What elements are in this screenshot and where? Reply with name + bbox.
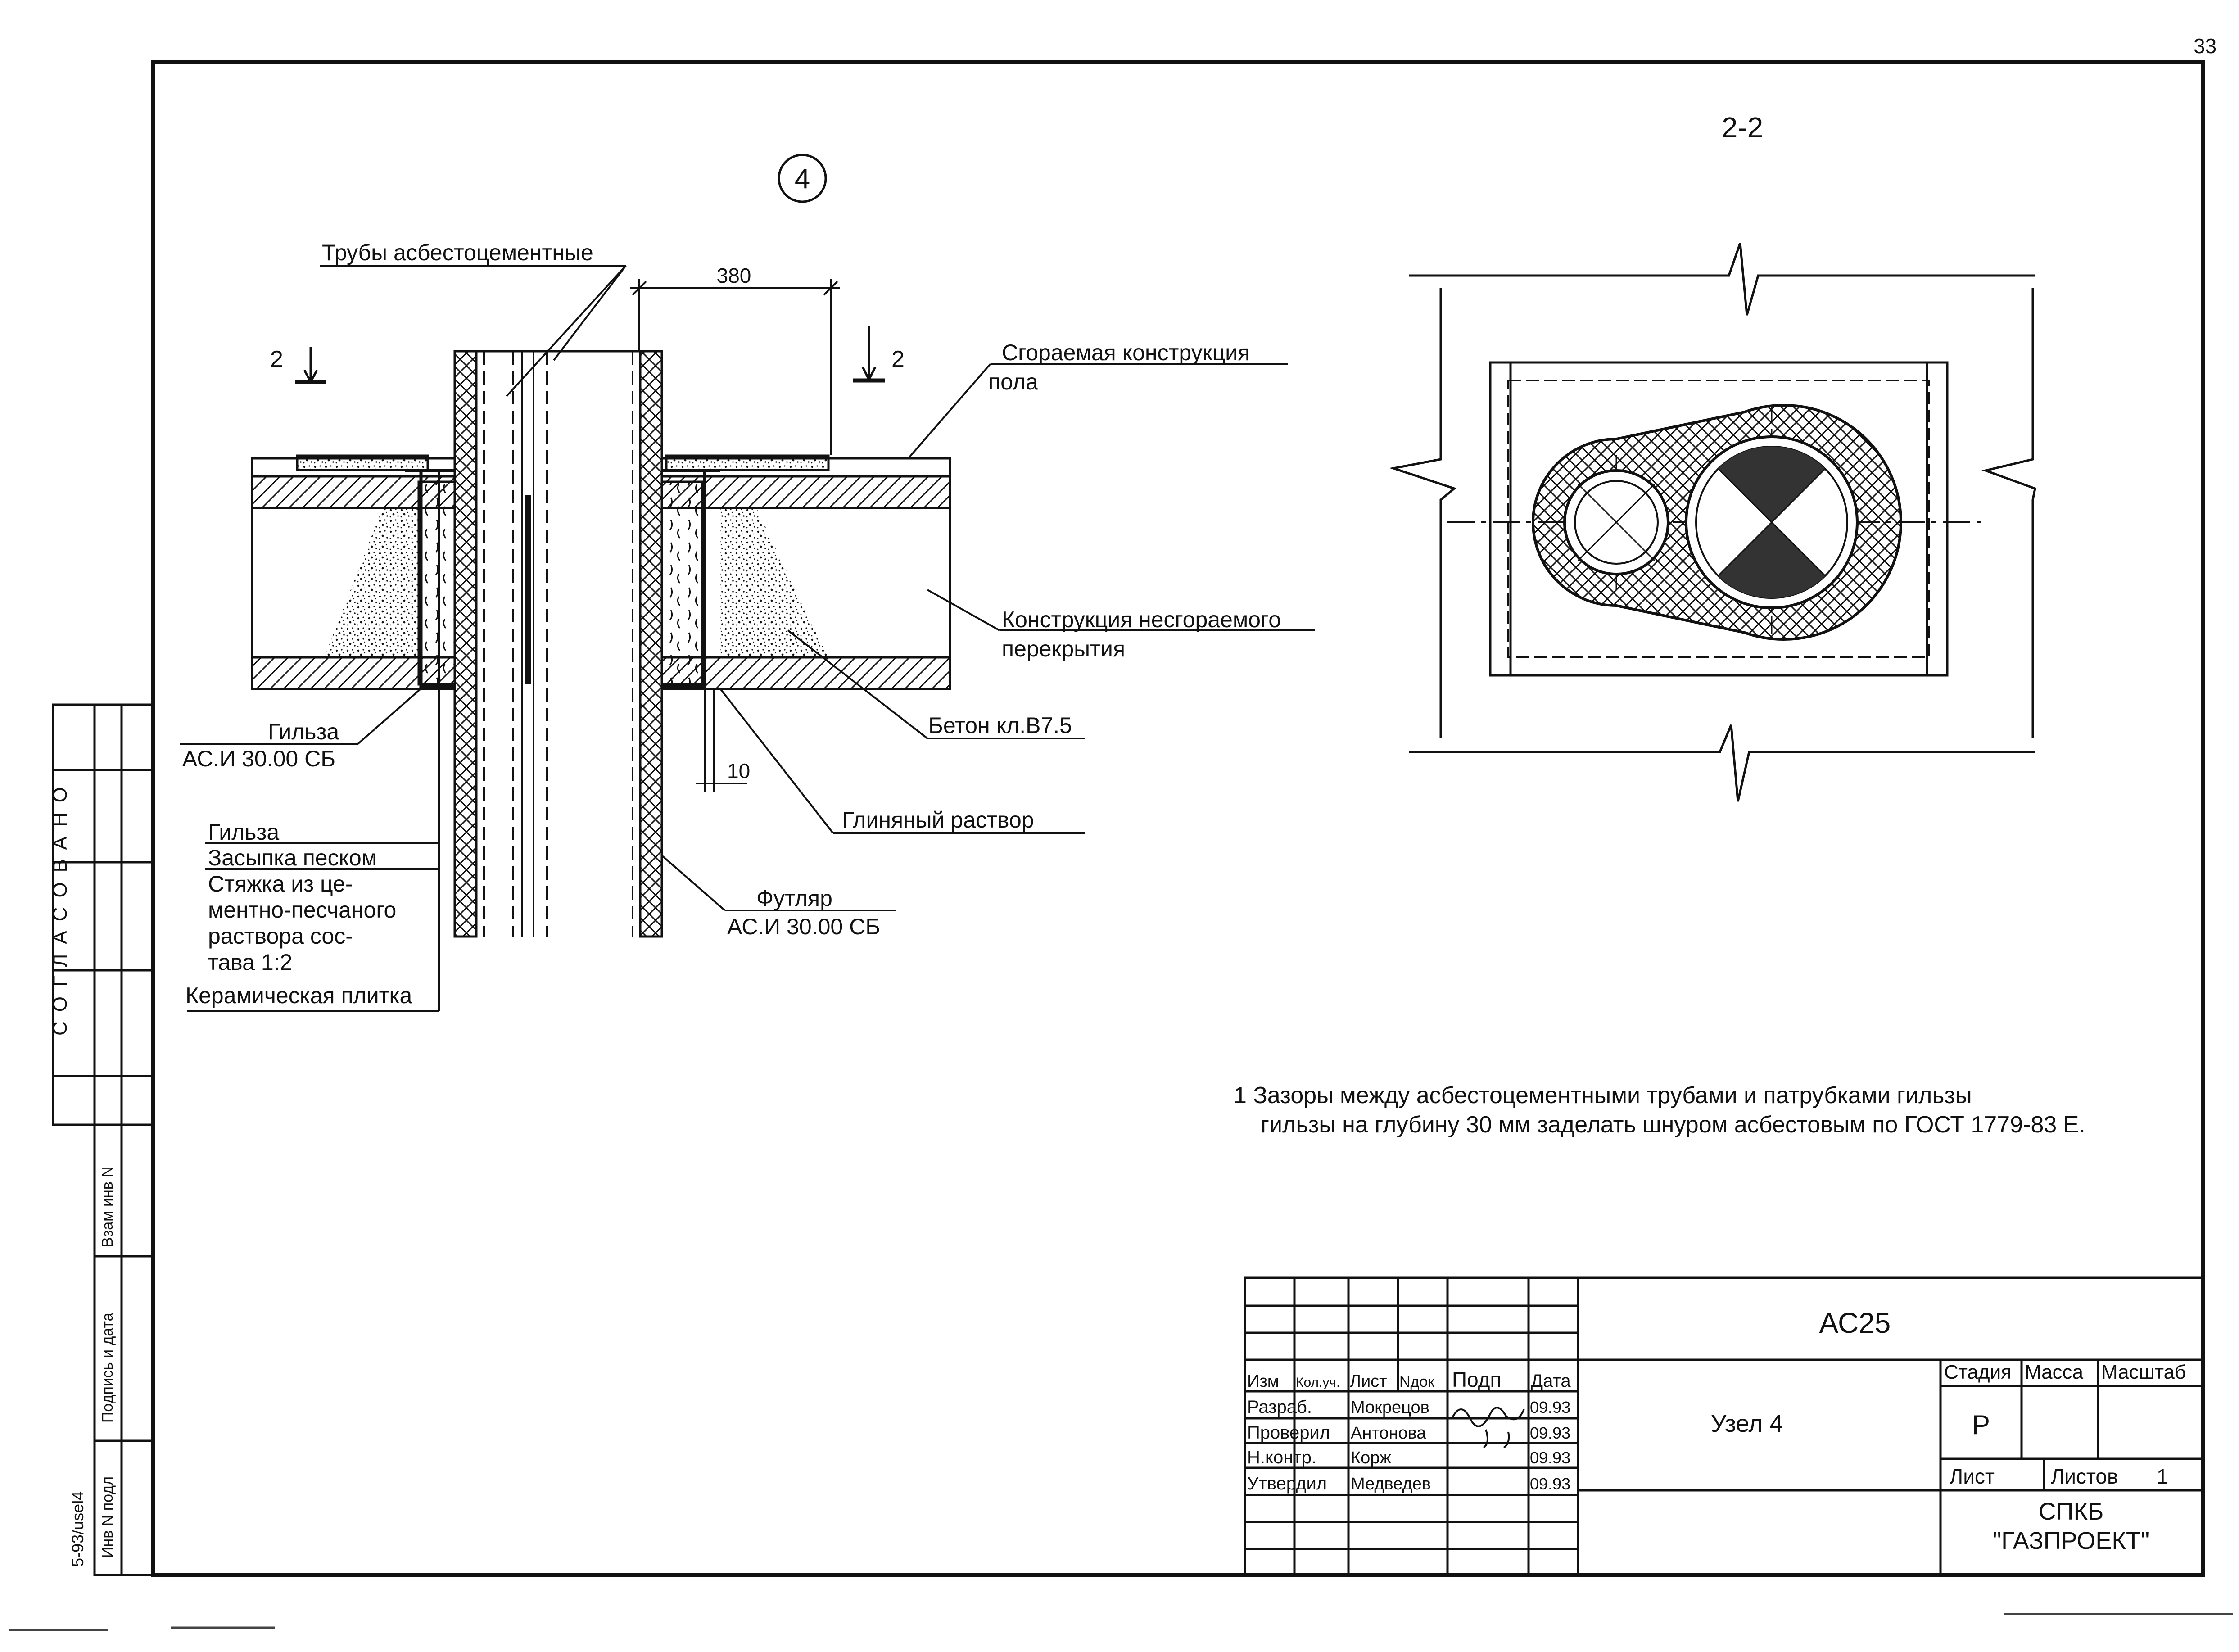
- col-header-ndok: Nдок: [1399, 1373, 1435, 1390]
- asbestos-pipes: [483, 351, 633, 937]
- note-line-2: гильзы на глубину 30 мм заделать шнуром …: [1261, 1112, 2085, 1138]
- sheets-count: 1: [2157, 1465, 2168, 1488]
- section-2-2-plan: [1389, 243, 2036, 802]
- callout-asbestos-pipes-text: Трубы асбестоцементные: [322, 240, 593, 265]
- org-name-1: СПКБ: [2039, 1498, 2104, 1525]
- col-header-list: Лист: [1350, 1372, 1387, 1391]
- date-4: 09.93: [1530, 1475, 1570, 1493]
- plan-large-pipe: [1685, 435, 1859, 609]
- stage-value: Р: [1972, 1410, 1990, 1440]
- callout-sleeve-text-2: АС.И 30.00 СБ: [182, 746, 335, 771]
- sheets-label: Листов: [2051, 1465, 2118, 1488]
- title-code: АС25: [1819, 1307, 1891, 1339]
- inv-replace-label: Взам инв N: [99, 1166, 116, 1247]
- role-4: Утвердил: [1247, 1474, 1327, 1494]
- callout-clay-mortar: [719, 688, 1085, 834]
- callout-clay-mortar-text: Глиняный раствор: [842, 807, 1034, 833]
- role-3: Н.контр.: [1247, 1448, 1316, 1467]
- file-code: 5-93/usel4: [68, 1491, 87, 1567]
- callout-sleeve: [180, 686, 424, 745]
- inv-orig-label: Инв N подл: [99, 1476, 116, 1558]
- col-header-data: Дата: [1531, 1371, 1571, 1391]
- title-block-grid: [1244, 1276, 2204, 1576]
- approval-strip: [52, 703, 154, 1576]
- stage-header: Стадия: [1944, 1361, 2012, 1383]
- signature-scribble: [1451, 1407, 1525, 1448]
- callout-combustible-floor-text-2: пола: [988, 369, 1038, 394]
- callout-sleeve-text-1: Гильза: [268, 719, 339, 744]
- legend-line-2: Засыпка песком: [208, 845, 377, 870]
- legend-line-1: Гильза: [208, 819, 279, 845]
- callout-concrete-text: Бетон кл.В7.5: [928, 713, 1072, 738]
- callout-case-text-2: АС.И 30.00 СБ: [727, 914, 880, 939]
- floor-slab: [251, 454, 951, 690]
- name-1: Мокрецов: [1351, 1398, 1429, 1417]
- section-cut-right: 2: [853, 326, 905, 383]
- callout-noncombustible-text-1: Конструкция несгораемого: [1002, 607, 1281, 632]
- callout-noncombustible-text-2: перекрытия: [1002, 636, 1125, 661]
- name-3: Корж: [1351, 1448, 1391, 1467]
- col-header-kol: Кол.уч.: [1296, 1375, 1340, 1390]
- role-2: Проверил: [1247, 1423, 1330, 1443]
- date-3: 09.93: [1530, 1448, 1570, 1467]
- callout-noncombustible: [927, 589, 1315, 631]
- scale-header: Масштаб: [2101, 1361, 2186, 1383]
- legend-line-7: Керамическая плитка: [185, 983, 412, 1008]
- legend-line-4: ментно-песчаного: [208, 897, 396, 923]
- name-2: Антонова: [1351, 1424, 1426, 1443]
- case-futlyar: [453, 350, 663, 938]
- page-number: 33: [2194, 34, 2216, 58]
- date-1: 09.93: [1530, 1398, 1570, 1417]
- date-2: 09.93: [1530, 1424, 1570, 1442]
- dimension-380: [630, 279, 840, 455]
- svg-text:2: 2: [270, 346, 283, 372]
- callout-combustible-floor: [909, 363, 1288, 458]
- section-label: 2-2: [1722, 111, 1764, 144]
- dimension-10-text: 10: [727, 759, 750, 783]
- dimension-10: [696, 689, 747, 792]
- callout-case-text-1: Футляр: [756, 886, 832, 911]
- svg-text:2: 2: [891, 346, 905, 372]
- sign-date-label: Подпись и дата: [99, 1313, 116, 1423]
- dimension-380-text: 380: [717, 264, 751, 287]
- node-marker: [778, 154, 827, 203]
- col-header-izm: Изм: [1247, 1372, 1279, 1391]
- mass-header: Масса: [2025, 1361, 2084, 1383]
- sheet-label: Лист: [1950, 1465, 1995, 1488]
- plan-small-pipe: [1563, 469, 1669, 575]
- node-number: 4: [795, 163, 810, 195]
- title-name: Узел 4: [1711, 1410, 1783, 1437]
- layer-legend-lines: [187, 471, 440, 1012]
- legend-line-5: раствора сос-: [208, 923, 353, 949]
- legend-line-3: Стяжка из це-: [208, 871, 353, 896]
- callout-combustible-floor-text-1: Сгораемая конструкция: [1002, 340, 1250, 365]
- role-1: Разраб.: [1247, 1397, 1312, 1417]
- steel-sleeve: [405, 469, 720, 688]
- section-cut-left: 2: [270, 346, 326, 385]
- agreed-label: СОГЛАСОВАНО: [49, 777, 71, 1036]
- name-4: Медведев: [1351, 1475, 1431, 1494]
- legend-line-6: тава 1:2: [208, 950, 292, 975]
- callout-concrete: [787, 629, 1085, 739]
- note-line-1: 1 Зазоры между асбестоцементными трубами…: [1234, 1082, 1972, 1109]
- callout-case: [661, 855, 896, 911]
- callout-asbestos-pipes: [320, 265, 627, 397]
- org-name-2: "ГАЗПРОЕКТ": [1993, 1527, 2149, 1554]
- col-header-podp: Подп: [1452, 1368, 1501, 1391]
